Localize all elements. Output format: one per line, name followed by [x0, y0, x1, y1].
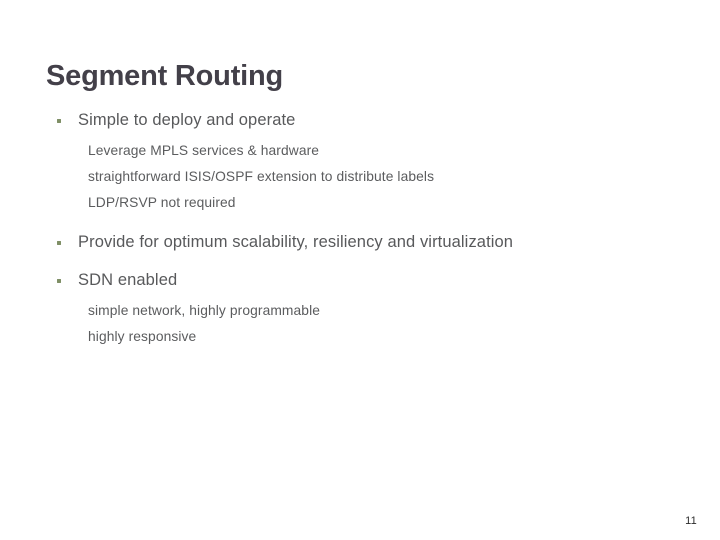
sub-bullet-item: LDP/RSVP not required — [88, 194, 236, 210]
slide-body: Simple to deploy and operate Leverage MP… — [46, 110, 676, 346]
page-number: 11 — [685, 515, 697, 527]
bullet-label: Simple to deploy and operate — [78, 111, 296, 129]
sub-bullet-item: straightforward ISIS/OSPF extension to d… — [88, 168, 435, 184]
spacer — [46, 160, 676, 168]
bullet-dot-icon — [57, 279, 61, 284]
page-title: Segment Routing — [46, 60, 284, 93]
bullet-group: Simple to deploy and operate Leverage MP… — [46, 110, 676, 212]
spacer — [46, 186, 676, 194]
bullet-dot-icon — [57, 119, 61, 123]
bullet-group: Provide for optimum scalability, resilie… — [46, 232, 676, 254]
spacer — [46, 320, 676, 328]
sub-bullet-item: Leverage MPLS services & hardware — [88, 142, 320, 158]
spacer — [46, 135, 676, 142]
spacer — [46, 212, 676, 232]
bullet-item: Simple to deploy and operate — [46, 110, 676, 132]
spacer — [46, 295, 676, 302]
bullet-group: SDN enabled simple network, highly progr… — [46, 270, 676, 346]
bullet-dot-icon — [57, 240, 61, 245]
bullet-label: SDN enabled — [78, 271, 178, 290]
bullet-item: SDN enabled — [46, 270, 676, 292]
bullet-item: Provide for optimum scalability, resilie… — [46, 232, 676, 254]
bullet-label: Provide for optimum scalability, resilie… — [78, 232, 514, 251]
spacer — [46, 256, 676, 270]
sub-bullet-item: highly responsive — [88, 328, 197, 344]
sub-bullet-item: simple network, highly programmable — [88, 303, 321, 319]
